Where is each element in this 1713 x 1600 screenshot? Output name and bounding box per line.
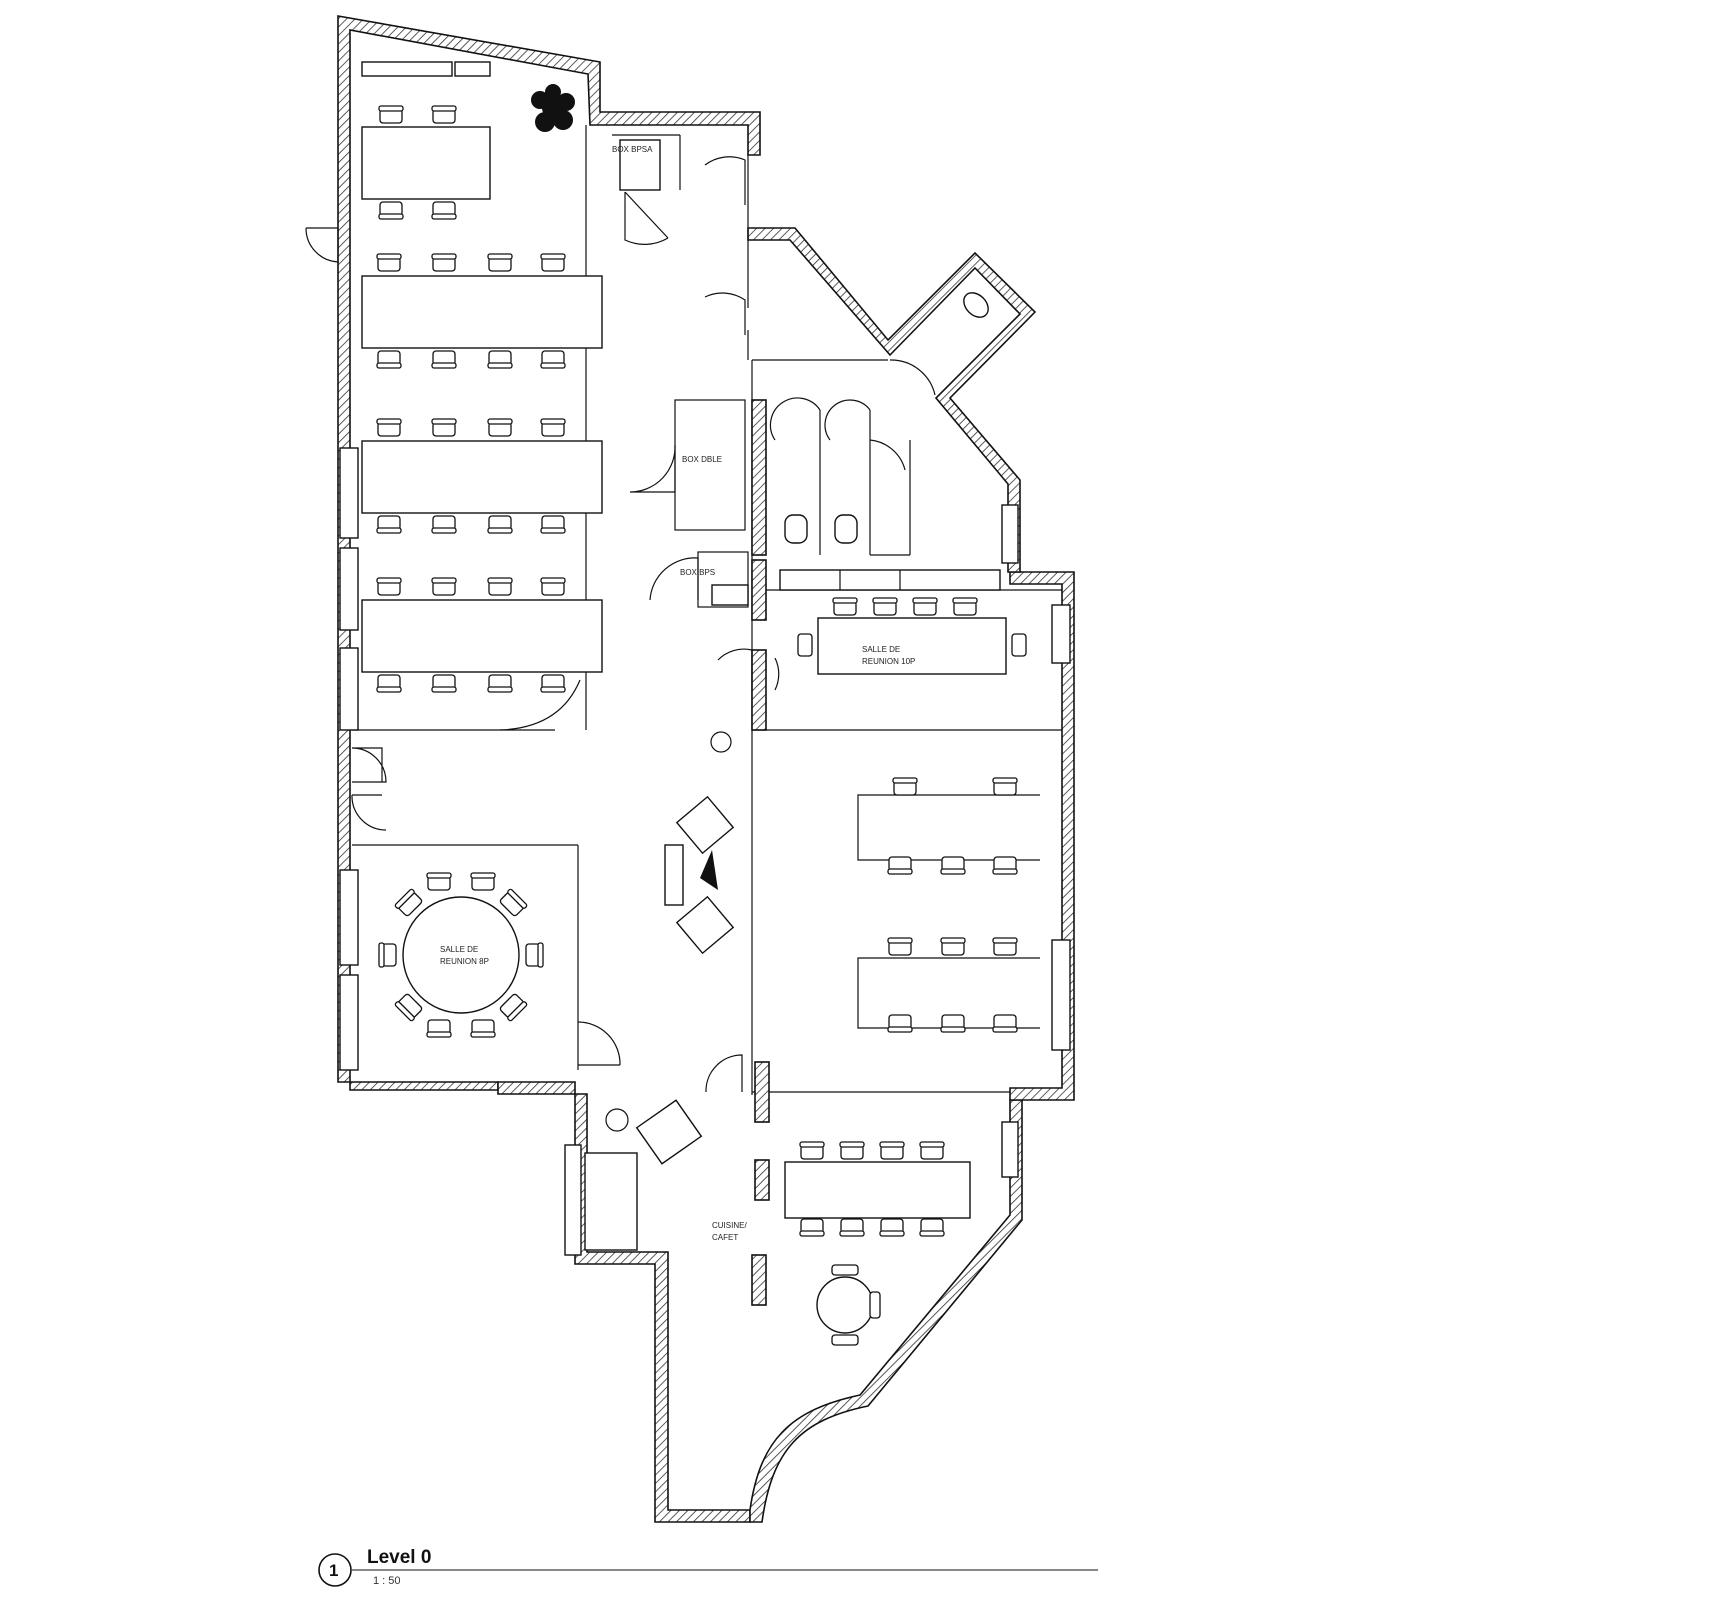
- meeting-room-8p-table: [378, 872, 544, 1038]
- room-label-box-dble: BOX DBLE: [682, 455, 722, 464]
- view-number-circle: [318, 1553, 352, 1587]
- room-label-box-bpsa: BOX BPSA: [612, 145, 653, 154]
- wc-fixtures: [619, 139, 1001, 606]
- room-label-reunion-8p-2: REUNION 8P: [440, 957, 489, 966]
- room-label-cuisine-1: CUISINE/: [712, 1221, 747, 1230]
- room-label-box-bps: BOX BPS: [680, 568, 715, 577]
- view-name: Level 0: [367, 1547, 431, 1568]
- plant-icon: [531, 84, 575, 132]
- exterior-walls: [337, 15, 1075, 1523]
- room-label-cuisine-2: CAFET: [712, 1233, 738, 1242]
- open-space-desks: [361, 105, 603, 731]
- doors: [305, 156, 936, 1093]
- room-label-reunion-10p-1: SALLE DE: [862, 645, 900, 654]
- meeting-room-10p-table: [797, 597, 1027, 675]
- room-label-reunion-8p-1: SALLE DE: [440, 945, 478, 954]
- lounge-furniture: [664, 731, 735, 955]
- view-number: 1: [329, 1561, 338, 1580]
- room-label-reunion-10p-2: REUNION 10P: [862, 657, 915, 666]
- kitchen-furniture: [584, 1099, 971, 1346]
- right-workstations: [857, 777, 1040, 1033]
- windows: [339, 61, 1071, 1256]
- view-scale: 1 : 50: [373, 1575, 401, 1587]
- room-labels: BOX BPSA BOX DBLE BOX BPS SALLE DE REUNI…: [440, 145, 915, 1242]
- title-block: 1 Level 0 1 : 50: [318, 1547, 1098, 1587]
